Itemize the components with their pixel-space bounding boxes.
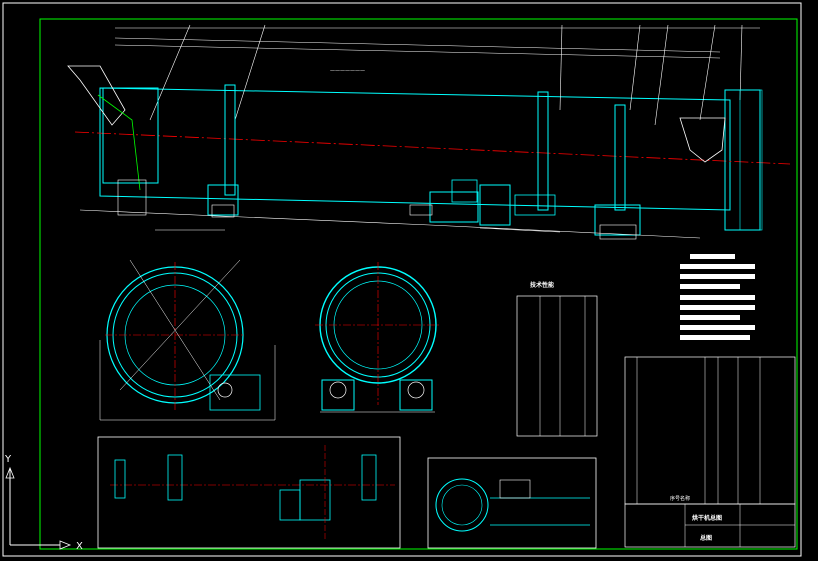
technical-spec-table: 技术性能 [516,281,598,437]
axis-label-x: X [76,541,83,552]
main-side-view: ——————— [67,24,791,240]
parts-list-header: 序号名称 [670,495,690,502]
riding-ring-3 [594,104,641,240]
feed-chute [67,65,126,126]
title-block-sub: 总图 [700,534,712,542]
outer-sheet-border [2,2,802,557]
riding-ring-2 [537,91,549,211]
end-view-riding-ring [315,262,440,413]
detail-section-view [427,457,597,549]
drum-centerline [74,131,791,165]
tech-table-title: 技术性能 [530,281,554,289]
axis-label-y: Y [4,454,12,465]
svg-text:———————: ——————— [330,68,365,74]
title-block: 烘干机总图 总图 [624,503,796,548]
technical-notes [680,254,755,340]
feed-head-housing [102,87,159,184]
ucs-axis-icon: X Y [4,454,83,552]
riding-ring-1 [207,84,239,218]
title-block-name: 烘干机总图 [692,514,722,522]
detail-drive-view [97,436,401,549]
drum-body-outline [99,87,731,211]
parts-list-table: 序号名称 [624,356,796,505]
end-view-feed-section [99,259,276,421]
inner-drawing-frame [39,18,798,550]
drive-assembly [409,179,561,233]
